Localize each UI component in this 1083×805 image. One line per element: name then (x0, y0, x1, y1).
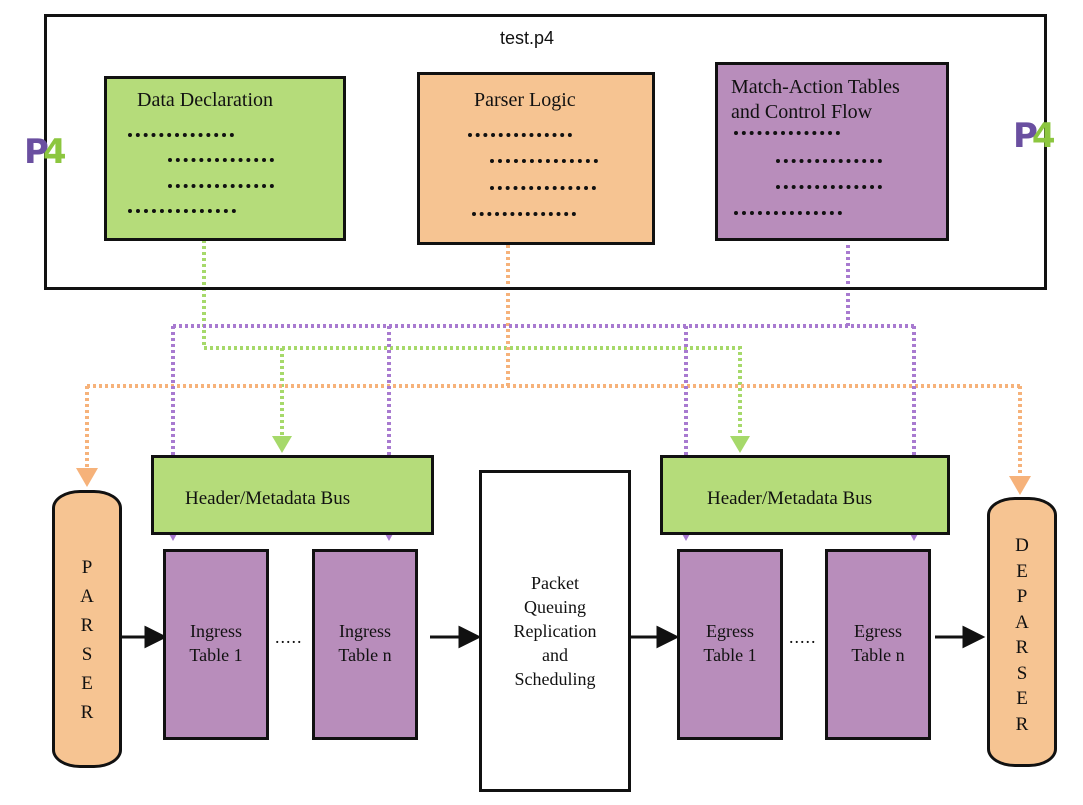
data-declaration-title: Data Declaration (137, 89, 274, 111)
match-action-code-line-2 (776, 159, 882, 167)
egress-table-n-label: Egress Table n (825, 619, 931, 667)
purple-wire-group (171, 245, 916, 526)
egress-table-n (825, 549, 931, 740)
parser-letter: P (81, 557, 93, 578)
ingress-bus-label: Header/Metadata Bus (185, 488, 351, 509)
parser-logic-code-line-1 (468, 133, 572, 141)
egress-table-n-line1: Egress (854, 621, 902, 641)
ingress-tables-ellipsis: ..... (275, 627, 303, 647)
deparser-letter: E (1016, 560, 1028, 582)
queue-line: Packet (531, 573, 579, 593)
parser-logic-code-line-2 (490, 159, 598, 167)
data-declaration-code-line-1 (128, 133, 234, 141)
egress-table-1-line2: Table 1 (703, 645, 757, 665)
packet-queue-label: Packet Queuing Replication and Schedulin… (479, 571, 631, 691)
egress-header-metadata-bus (660, 455, 950, 535)
data-declaration-code-line-2 (168, 158, 274, 166)
parser-logic-title: Parser Logic (474, 89, 576, 111)
ingress-table-1-label: Ingress Table 1 (163, 619, 269, 667)
data-declaration-code-line-4 (128, 209, 236, 217)
deparser-letter: S (1016, 662, 1028, 684)
green-arrow-egress-bus (730, 436, 750, 453)
packet-queue-block (479, 470, 631, 792)
orange-arrowheads (76, 468, 1031, 495)
deparser-letter: D (1015, 535, 1029, 556)
egress-table-1-label: Egress Table 1 (677, 619, 783, 667)
parser-label: P A R S E R (52, 553, 122, 727)
egress-bus-label: Header/Metadata Bus (707, 488, 873, 509)
program-file-name: test.p4 (500, 28, 555, 48)
parser-letter: A (80, 586, 94, 607)
deparser-letter: R (1015, 637, 1029, 658)
orange-arrow-deparser (1009, 476, 1031, 495)
match-action-code-line-3 (776, 185, 882, 193)
deparser-letter: E (1016, 688, 1028, 709)
ingress-table-1-line1: Ingress (190, 621, 242, 641)
orange-wire-group (85, 245, 1022, 478)
queue-line: Queuing (524, 597, 586, 617)
ingress-table-n-label: Ingress Table n (312, 619, 418, 667)
parser-logic-code-line-4 (472, 212, 576, 220)
match-action-title-line-2: and Control Flow (731, 101, 873, 123)
ingress-table-n (312, 549, 418, 740)
parser-letter: R (80, 615, 94, 636)
match-action-code-line-4 (734, 211, 842, 219)
queue-line: and (542, 645, 568, 665)
egress-table-n-line2: Table n (851, 645, 905, 665)
parser-letter: S (81, 644, 93, 665)
match-action-code-line-1 (734, 131, 840, 139)
parser-logic-code-line-3 (490, 186, 596, 194)
parser-block (52, 490, 122, 768)
p4-logo-left-icon: P4 (24, 132, 67, 172)
ingress-table-n-line1: Ingress (339, 621, 391, 641)
green-wire-trunk (202, 240, 742, 438)
queue-line: Scheduling (514, 669, 596, 689)
deparser-letter: R (1015, 713, 1029, 735)
deparser-block (987, 497, 1057, 767)
flow-arrows (120, 625, 986, 649)
green-arrow-ingress-bus (272, 436, 292, 453)
parser-letter: R (80, 702, 94, 723)
green-arrowheads (272, 436, 750, 453)
egress-table-1-line1: Egress (706, 621, 754, 641)
egress-tables-ellipsis: ..... (789, 627, 817, 647)
ingress-table-1 (163, 549, 269, 740)
deparser-label: D E P A R S E R (987, 533, 1057, 737)
deparser-letter: A (1015, 611, 1029, 633)
ingress-table-n-line2: Table n (338, 645, 392, 665)
data-declaration-code-line-3 (168, 184, 274, 192)
match-action-title-line-1: Match-Action Tables (731, 76, 900, 98)
parser-letter: E (81, 673, 93, 694)
green-wire-group (202, 240, 742, 438)
ingress-header-metadata-bus (151, 455, 434, 535)
parser-logic-block (417, 72, 655, 245)
ingress-table-1-line2: Table 1 (189, 645, 243, 665)
queue-line: Replication (513, 621, 597, 641)
program-frame (44, 14, 1047, 290)
egress-table-1 (677, 549, 783, 740)
orange-arrow-parser (76, 468, 98, 487)
p4-logo-right-icon: P4 (1013, 116, 1056, 156)
deparser-letter: P (1016, 586, 1028, 607)
